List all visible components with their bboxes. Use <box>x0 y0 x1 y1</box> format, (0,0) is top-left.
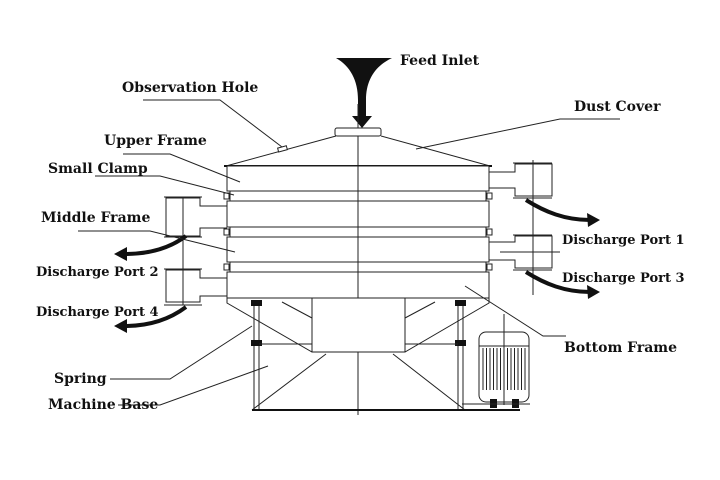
discharge-arrow-3 <box>524 270 591 294</box>
label-small-clamp: Small Clamp <box>48 161 148 177</box>
observation-hole <box>277 145 288 153</box>
label-discharge-port-3: Discharge Port 3 <box>562 271 685 286</box>
label-discharge-port-2: Discharge Port 2 <box>36 265 159 280</box>
small-clamps <box>223 192 493 271</box>
label-discharge-port-1: Discharge Port 1 <box>562 233 685 248</box>
label-discharge-port-4: Discharge Port 4 <box>36 305 159 320</box>
discharge-port-4-outlet <box>164 240 227 306</box>
discharge-port-2-outlet <box>164 196 227 238</box>
discharge-port-3-outlet <box>489 234 560 271</box>
leader-lines <box>78 99 620 406</box>
label-spring: Spring <box>54 371 107 387</box>
springs <box>251 300 466 346</box>
top-collar <box>334 127 382 137</box>
vibration-motor <box>462 314 530 408</box>
label-bottom-frame: Bottom Frame <box>564 340 677 356</box>
discharge-port-1-outlet <box>489 160 553 295</box>
label-machine-base: Machine Base <box>48 397 158 413</box>
label-upper-frame: Upper Frame <box>104 133 207 149</box>
bottom-outlet <box>311 297 406 353</box>
machine-base <box>251 343 520 411</box>
label-middle-frame: Middle Frame <box>41 210 150 226</box>
label-observation-hole: Observation Hole <box>122 80 258 96</box>
discharge-arrow-4 <box>124 305 188 328</box>
label-dust-cover: Dust Cover <box>574 99 661 115</box>
discharge-arrow-1 <box>524 198 591 222</box>
discharge-arrow-2 <box>124 234 188 256</box>
label-feed-inlet: Feed Inlet <box>400 53 480 69</box>
feed-inlet-funnel <box>336 58 392 128</box>
